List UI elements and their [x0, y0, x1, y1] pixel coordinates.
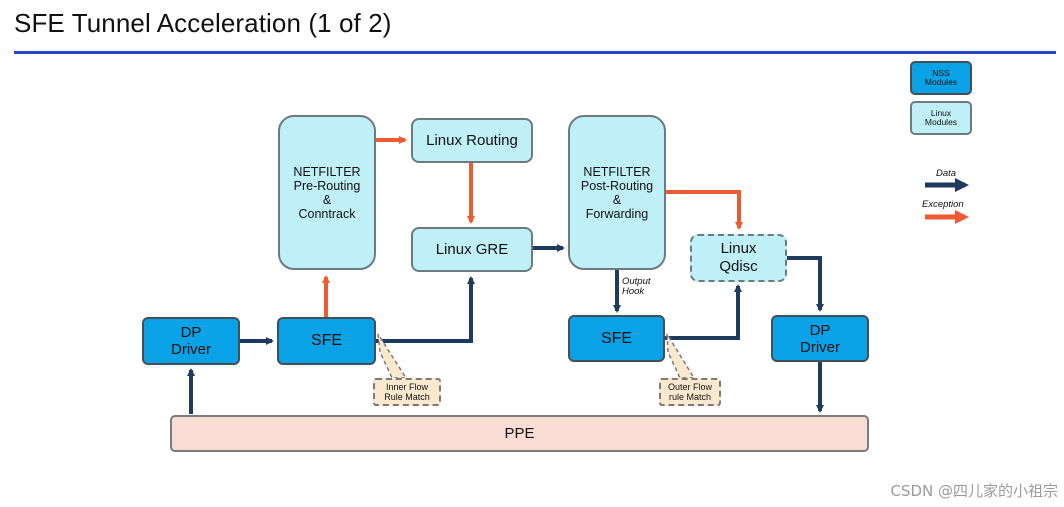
sfe-right-box: SFE	[568, 315, 665, 362]
dp-driver-right-box: DP Driver	[771, 315, 869, 362]
outer-flow-callout: Outer Flow rule Match	[659, 378, 721, 406]
ppe-bar: PPE	[170, 415, 869, 452]
watermark: CSDN @四儿家的小祖宗	[890, 482, 1058, 500]
inner-flow-callout: Inner Flow Rule Match	[373, 378, 441, 406]
output-hook-label: Output Hook	[622, 276, 651, 297]
dp-driver-left-box: DP Driver	[142, 317, 240, 365]
arrow-qdisc-to-dp-driver	[787, 256, 824, 312]
linux-gre-box: Linux GRE	[411, 227, 533, 272]
legend-linux-modules: Linux Modules	[910, 101, 972, 135]
netfilter-postrouting-box: NETFILTER Post-Routing & Forwarding	[568, 115, 666, 270]
legend-nss-modules: NSS Modules	[910, 61, 972, 95]
page-title: SFE Tunnel Acceleration (1 of 2)	[14, 8, 392, 38]
arrow-sfe-to-gre	[376, 276, 475, 343]
arrow-netfilter-post-to-qdisc	[666, 190, 743, 230]
linux-routing-box: Linux Routing	[411, 118, 533, 163]
callout-outer-pointer	[666, 333, 696, 379]
legend-exception-label: Exception	[922, 199, 964, 210]
title-rule	[14, 51, 1056, 54]
linux-qdisc-box: Linux Qdisc	[690, 234, 787, 282]
callout-inner-pointer	[377, 333, 408, 379]
netfilter-prerouting-box: NETFILTER Pre-Routing & Conntrack	[278, 115, 376, 270]
sfe-left-box: SFE	[277, 317, 376, 365]
arrow-sfe-to-qdisc	[665, 284, 742, 340]
legend-data-label: Data	[936, 168, 957, 179]
